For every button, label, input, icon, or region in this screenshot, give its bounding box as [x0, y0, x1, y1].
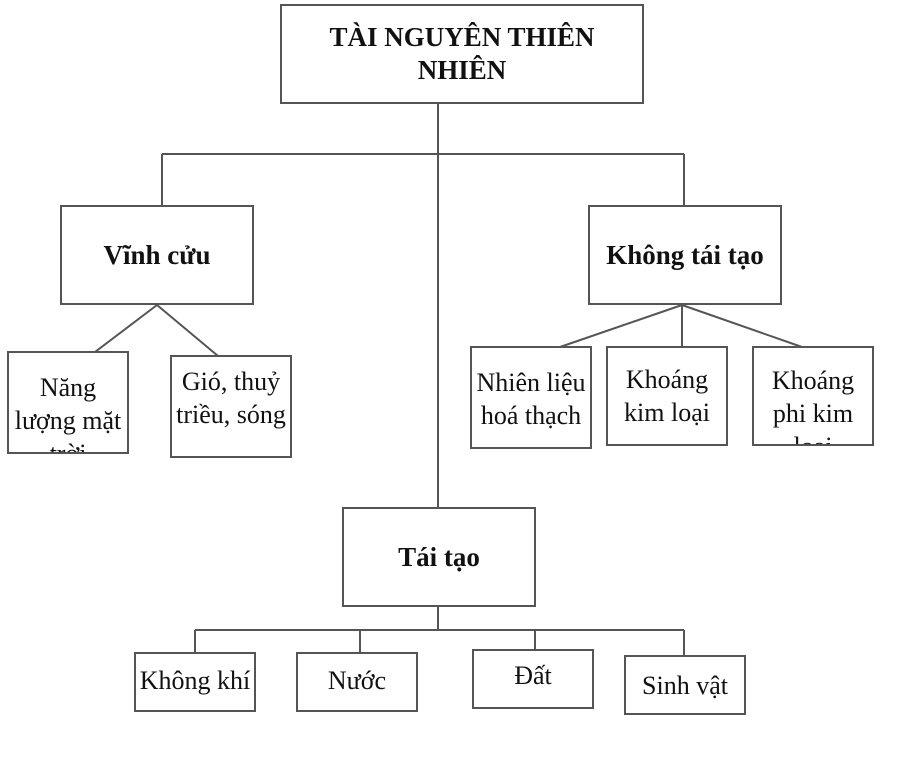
- category-tai-tao: Tái tạo: [342, 507, 536, 607]
- leaf-nang-luong-mat-troi: Năng lượng mặt trời: [7, 351, 129, 454]
- category-label: Tái tạo: [398, 541, 480, 572]
- leaf-label: Khoáng kim loại: [624, 365, 710, 427]
- connector-ktt-leaf3: [681, 304, 803, 348]
- leaf-nuoc: Nước: [296, 652, 418, 712]
- leaf-dat: Đất: [472, 649, 594, 709]
- leaf-khong-khi: Không khí: [134, 652, 256, 712]
- category-label: Không tái tạo: [606, 240, 764, 270]
- leaf-label: Đất: [514, 661, 552, 690]
- leaf-label: Năng lượng mặt trời: [14, 373, 122, 454]
- leaf-label: Không khí: [139, 666, 251, 695]
- leaf-nhien-lieu-hoa-thach: Nhiên liệu hoá thạch: [470, 346, 592, 449]
- connector-ktt-leaf1: [559, 304, 683, 348]
- leaf-khoang-phi-kim-loai: Khoáng phi kim loại: [752, 346, 874, 446]
- leaf-label: Gió, thuỷ triều, sóng: [176, 367, 286, 429]
- leaf-gio-thuy-trieu-song: Gió, thuỷ triều, sóng: [170, 355, 292, 458]
- leaf-label: Khoáng phi kim loại: [771, 366, 855, 444]
- leaf-sinh-vat: Sinh vật: [624, 655, 746, 715]
- category-label: Vĩnh cửu: [103, 239, 211, 270]
- root-node: TÀI NGUYÊN THIÊN NHIÊN: [280, 4, 644, 104]
- leaf-label: Nhiên liệu hoá thạch: [476, 368, 586, 430]
- root-title: TÀI NGUYÊN THIÊN NHIÊN: [329, 22, 595, 85]
- connector-vinhcuu-leaf1: [94, 304, 158, 353]
- category-khong-tai-tao: Không tái tạo: [588, 205, 782, 305]
- category-vinh-cuu: Vĩnh cửu: [60, 205, 254, 305]
- leaf-khoang-kim-loai: Khoáng kim loại: [606, 346, 728, 446]
- connector-vinhcuu-leaf2: [156, 304, 219, 357]
- leaf-label: Nước: [327, 666, 387, 695]
- leaf-label: Sinh vật: [642, 670, 728, 700]
